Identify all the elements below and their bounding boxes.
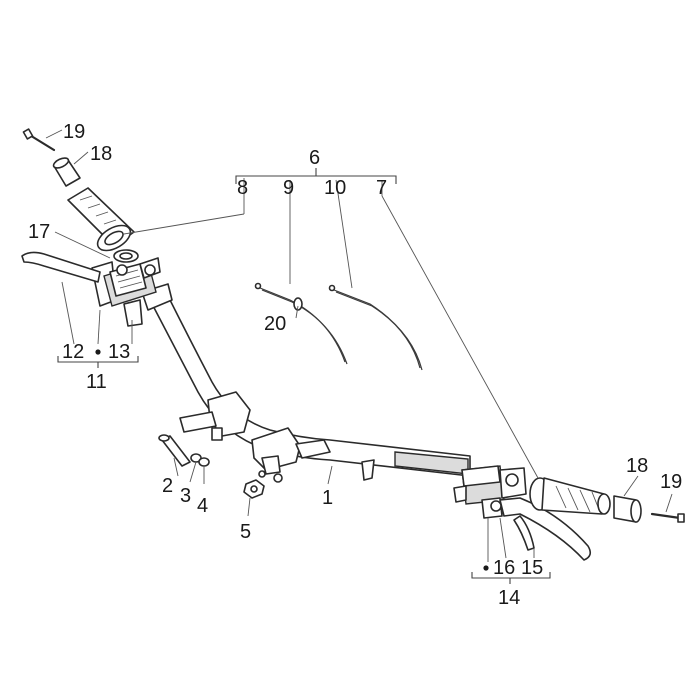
group-bracket-14 bbox=[471, 572, 551, 584]
callout-14: 14 bbox=[498, 587, 520, 609]
callout-4: 4 bbox=[197, 495, 208, 517]
callout-9: 9 bbox=[283, 177, 294, 199]
bolt bbox=[158, 434, 191, 467]
callout-19-right: 19 bbox=[660, 471, 682, 493]
leader-lines bbox=[45, 129, 673, 562]
callout-3: 3 bbox=[180, 485, 191, 507]
callout-6: 6 bbox=[309, 147, 320, 169]
group-bracket-6 bbox=[235, 168, 397, 184]
right-screw bbox=[650, 512, 685, 523]
callout-13: 13 bbox=[108, 341, 130, 363]
left-brake-lever bbox=[21, 251, 101, 283]
left-washer bbox=[113, 249, 139, 263]
front-brake-cable bbox=[254, 282, 348, 365]
left-counterweight bbox=[52, 157, 81, 187]
left-grip bbox=[67, 187, 135, 252]
callout-19-left: 19 bbox=[63, 121, 85, 143]
callout-12: 12 bbox=[62, 341, 84, 363]
rear-brake-cable bbox=[328, 284, 423, 371]
callout-10: 10 bbox=[324, 177, 346, 199]
callout-17: 17 bbox=[28, 221, 50, 243]
set-marker-dot-11 bbox=[95, 349, 101, 355]
right-brake-pump bbox=[453, 465, 527, 519]
callout-5: 5 bbox=[240, 521, 251, 543]
callout-labels: 19 18 6 8 9 10 7 17 20 12 13 11 2 3 4 1 … bbox=[28, 121, 682, 609]
callout-15: 15 bbox=[521, 557, 543, 579]
callout-18-left: 18 bbox=[90, 143, 112, 165]
callout-2: 2 bbox=[162, 475, 173, 497]
callout-7: 7 bbox=[376, 177, 387, 199]
set-marker-dot-14 bbox=[483, 565, 489, 571]
right-brake-lever bbox=[499, 497, 592, 561]
callout-8: 8 bbox=[237, 177, 248, 199]
callout-18-right: 18 bbox=[626, 455, 648, 477]
callout-1: 1 bbox=[322, 487, 333, 509]
right-counterweight bbox=[613, 495, 642, 523]
callout-20: 20 bbox=[264, 313, 286, 335]
callout-16: 16 bbox=[493, 557, 515, 579]
left-screw bbox=[22, 128, 56, 152]
left-brake-pump bbox=[91, 257, 161, 327]
handlebar-tube bbox=[141, 283, 471, 483]
callout-11: 11 bbox=[86, 371, 107, 393]
washer-4 bbox=[198, 457, 210, 467]
right-grip bbox=[529, 477, 611, 515]
group-bracket-11 bbox=[57, 356, 139, 368]
nut bbox=[243, 479, 265, 499]
